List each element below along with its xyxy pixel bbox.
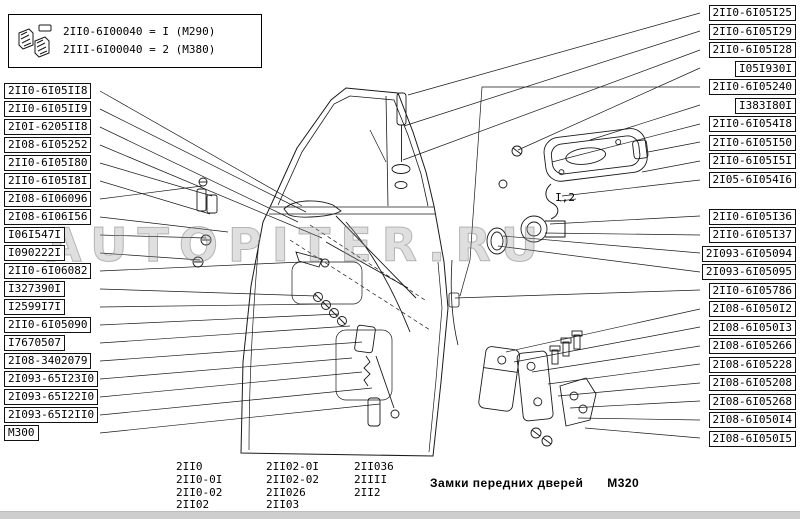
model-code: 2II2 <box>354 485 381 499</box>
model-code: 2II0-0I <box>176 472 223 486</box>
part-number-label: 2II0-6I05I28 <box>708 42 796 58</box>
diagram-title-text: Замки передних дверей <box>430 476 584 490</box>
part-number-label: 2I08-6I050I5 <box>708 430 796 447</box>
part-number-label: 2II0-6I05786 <box>708 282 796 299</box>
part-number-label: 2I093-65I2II0 <box>4 407 99 423</box>
part-number-label: I06I547I <box>4 227 65 243</box>
footer-model-column-3: 2II036 2IIII 2II2 <box>354 460 394 499</box>
part-number-label: 2II0-6I05240 <box>708 79 796 95</box>
leader-lines <box>99 12 701 439</box>
part-number-label: 2I08-6I06I56 <box>4 209 92 225</box>
model-code: 2II02 <box>176 498 210 512</box>
part-number-label: I383I80I <box>735 97 796 114</box>
legend-text: 2II0-6I00040 = I (М290) 2III-6I00040 = 2… <box>61 23 215 59</box>
part-number-label: I7670507 <box>4 335 65 351</box>
part-number-label: 2I08-6I050I4 <box>708 412 796 428</box>
part-number-label: 2II0-6I05I80 <box>4 155 92 171</box>
part-number-label: 2II0-6I05I25 <box>708 5 796 21</box>
part-number-label: I327390I <box>4 281 65 297</box>
footer-model-column-2: 2II02-0I 2II02-02 2II026 2II03 <box>266 460 319 512</box>
linkage-rods <box>325 215 417 333</box>
part-number-label: 2I05-6I054I6 <box>708 171 796 188</box>
footer-model-column-1: 2II0 2II0-0I 2II0-02 2II02 <box>176 460 223 512</box>
diagram-model-code: М320 <box>607 476 640 490</box>
part-number-label: I2599I7I <box>4 299 65 315</box>
part-number-label: 2I08-6I050I3 <box>708 319 796 336</box>
inner-handle <box>283 200 342 268</box>
model-code: 2II0 <box>176 460 203 473</box>
model-code: 2IIII <box>354 472 388 486</box>
part-number-label: 2I093-65I22I0 <box>4 389 99 405</box>
part-number-label: 2II0-6I05I5I <box>708 153 796 169</box>
page-bottom-strip <box>0 511 800 519</box>
part-number-label: I05I930I <box>735 60 796 77</box>
part-number-label: 2I08-3402079 <box>4 353 92 369</box>
part-number-label: 2II0-6I05I50 <box>708 134 796 151</box>
part-number-label: 2I0I-6205II8 <box>4 119 92 135</box>
part-number-label: 2I08-6I050I2 <box>708 301 796 317</box>
part-number-label: 2I08-6I06096 <box>4 191 92 207</box>
screw-cluster <box>313 292 347 326</box>
left-labels-column: 2II0-6I05II8 2II0-6I05II9 2I0I-6205II8 2… <box>4 83 99 441</box>
model-code: 2II036 <box>354 460 394 473</box>
part-number-label: 2II0-6I05I36 <box>708 208 796 225</box>
part-number-label: 2I093-6I05095 <box>701 264 796 280</box>
part-number-label: 2II0-6I05II9 <box>4 101 92 117</box>
diagram-title: Замки передних дверей М320 <box>430 476 639 490</box>
right-labels-column: 2II0-6I05I25 2II0-6I05I29 2II0-6I05I28 I… <box>552 5 796 447</box>
model-code: 2II02-02 <box>266 472 319 486</box>
door-outline <box>240 87 460 457</box>
part-number-label: 2I093-6I05094 <box>701 245 796 262</box>
model-code: 2II03 <box>266 498 300 512</box>
hinge-parts <box>192 177 218 268</box>
part-number-label: 2II0-6I05II8 <box>4 83 92 99</box>
legend-line-1: 2II0-6I00040 = I (М290) <box>63 25 216 38</box>
lock-knob <box>391 92 411 189</box>
part-number-label: 2II0-6I06082 <box>4 263 92 279</box>
quantity-note: I,2 <box>555 191 575 204</box>
part-number-label: 2II0-6I05I37 <box>708 227 796 243</box>
legend-icon <box>9 15 61 67</box>
part-number-label: 2I08-6I05228 <box>708 356 796 373</box>
legend-box: 2II0-6I00040 = I (М290) 2III-6I00040 = 2… <box>8 14 262 68</box>
interior-lock-mechanism <box>354 324 400 427</box>
part-number-label: 2II0-6I05I29 <box>708 23 796 40</box>
part-number-label: 2I08-6I05252 <box>4 137 92 153</box>
model-code: 2II02-0I <box>266 460 319 473</box>
part-number-label: 2I08-6I05266 <box>708 338 796 354</box>
part-number-label: 2I08-6I05208 <box>708 375 796 391</box>
part-number-label: 2I08-6I05268 <box>708 393 796 410</box>
legend-line-2: 2III-6I00040 = 2 (М380) <box>63 43 216 56</box>
part-number-label: М300 <box>4 425 39 441</box>
part-number-label: 2II0-6I05090 <box>4 317 92 333</box>
model-code: 2II026 <box>266 485 306 499</box>
hook-part <box>545 183 559 220</box>
key-cylinder <box>486 215 566 255</box>
part-number-label: 2II0-6I054I8 <box>708 116 796 132</box>
part-number-label: 2I093-65I23I0 <box>4 371 99 387</box>
part-number-label: I090222I <box>4 245 65 261</box>
handle-screws <box>498 145 523 189</box>
part-number-label: 2II0-6I05I8I <box>4 173 92 189</box>
model-code: 2II0-02 <box>176 485 223 499</box>
